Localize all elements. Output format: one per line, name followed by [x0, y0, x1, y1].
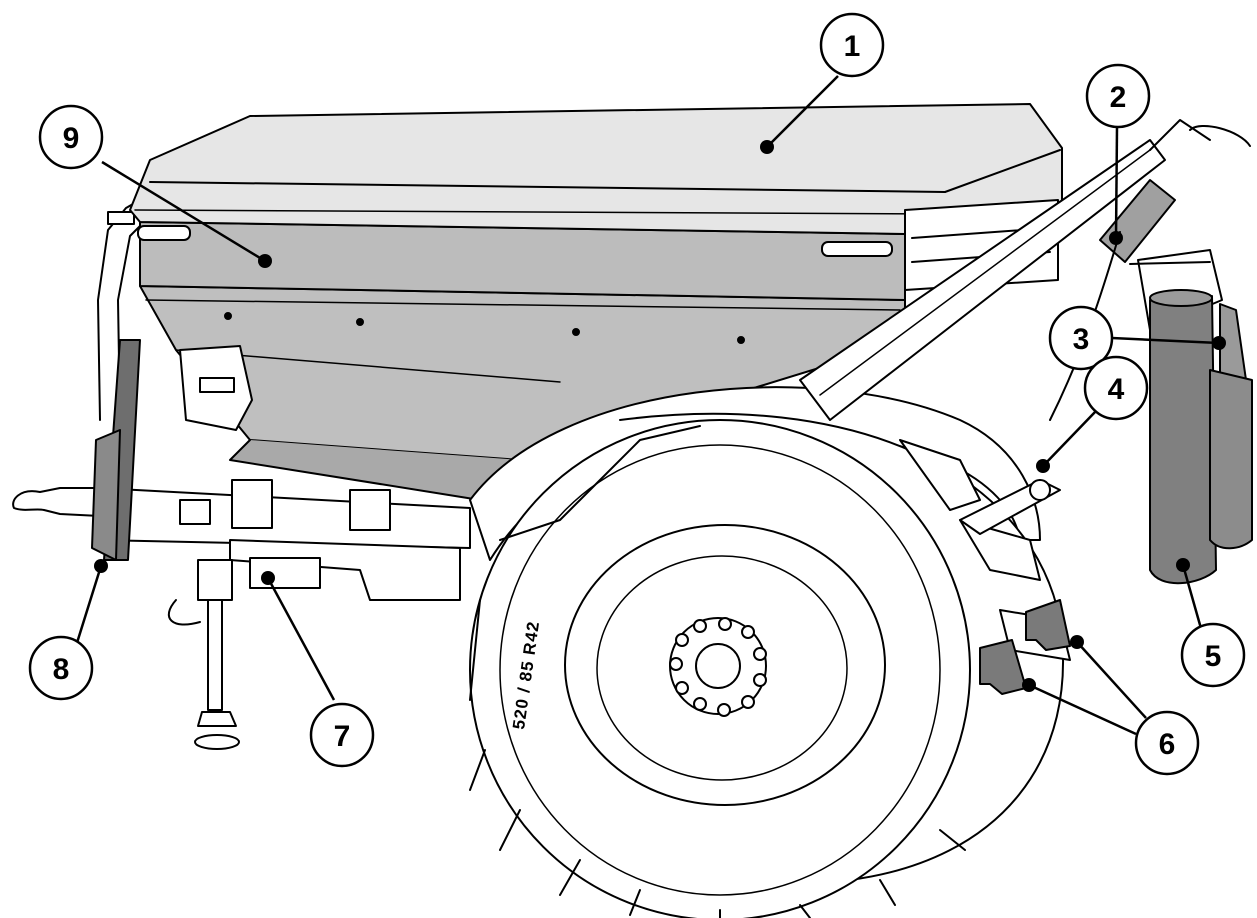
callout-4-label: 4	[1108, 373, 1125, 406]
leader-2	[1114, 126, 1119, 239]
hooks	[979, 599, 1071, 695]
dot-5	[1176, 558, 1190, 572]
leader-1	[766, 75, 839, 148]
dot-1	[760, 140, 774, 154]
callout-5: 5	[1180, 622, 1246, 688]
dot-2	[1109, 231, 1123, 245]
leader-7	[266, 577, 336, 701]
callout-9-label: 9	[63, 122, 80, 155]
leader-lines	[74, 75, 1220, 736]
leader-dots	[94, 140, 1226, 692]
callout-1-label: 1	[844, 30, 861, 63]
leader-6a	[1076, 641, 1147, 719]
callout-2: 2	[1085, 63, 1151, 129]
callout-3: 3	[1048, 305, 1114, 371]
dot-3	[1212, 336, 1226, 350]
callout-5-label: 5	[1205, 640, 1222, 673]
hopper-upper-band	[139, 221, 906, 301]
left-bracket	[179, 345, 253, 431]
callout-3-label: 3	[1073, 323, 1090, 356]
callout-7: 7	[309, 702, 375, 768]
leader-4	[1042, 410, 1097, 467]
wheel	[469, 419, 971, 918]
dot-7	[261, 571, 275, 585]
hopper	[139, 285, 906, 501]
chassis-frame	[12, 479, 471, 601]
callout-2-label: 2	[1110, 81, 1127, 114]
dot-6b	[1022, 678, 1036, 692]
callout-6: 6	[1134, 710, 1200, 776]
dot-6a	[1070, 635, 1084, 649]
leader-8	[74, 565, 103, 647]
ladder	[91, 339, 141, 561]
dot-9	[258, 254, 272, 268]
leader-3	[1111, 336, 1220, 345]
spreading-tubes	[1149, 289, 1253, 585]
callout-7-label: 7	[334, 720, 351, 753]
callout-8-label: 8	[53, 653, 70, 686]
adjustment-rod	[959, 479, 1061, 535]
callout-1: 1	[819, 12, 885, 78]
callout-6-label: 6	[1159, 728, 1176, 761]
leader-5	[1181, 564, 1204, 633]
leader-9	[101, 160, 266, 263]
support-leg	[167, 559, 240, 750]
callout-4: 4	[1083, 355, 1149, 421]
leader-6b	[1028, 683, 1137, 736]
callout-8: 8	[28, 635, 94, 701]
callout-9: 9	[38, 104, 104, 170]
dot-4	[1036, 459, 1050, 473]
dot-8	[94, 559, 108, 573]
mount-bracket	[249, 557, 321, 589]
